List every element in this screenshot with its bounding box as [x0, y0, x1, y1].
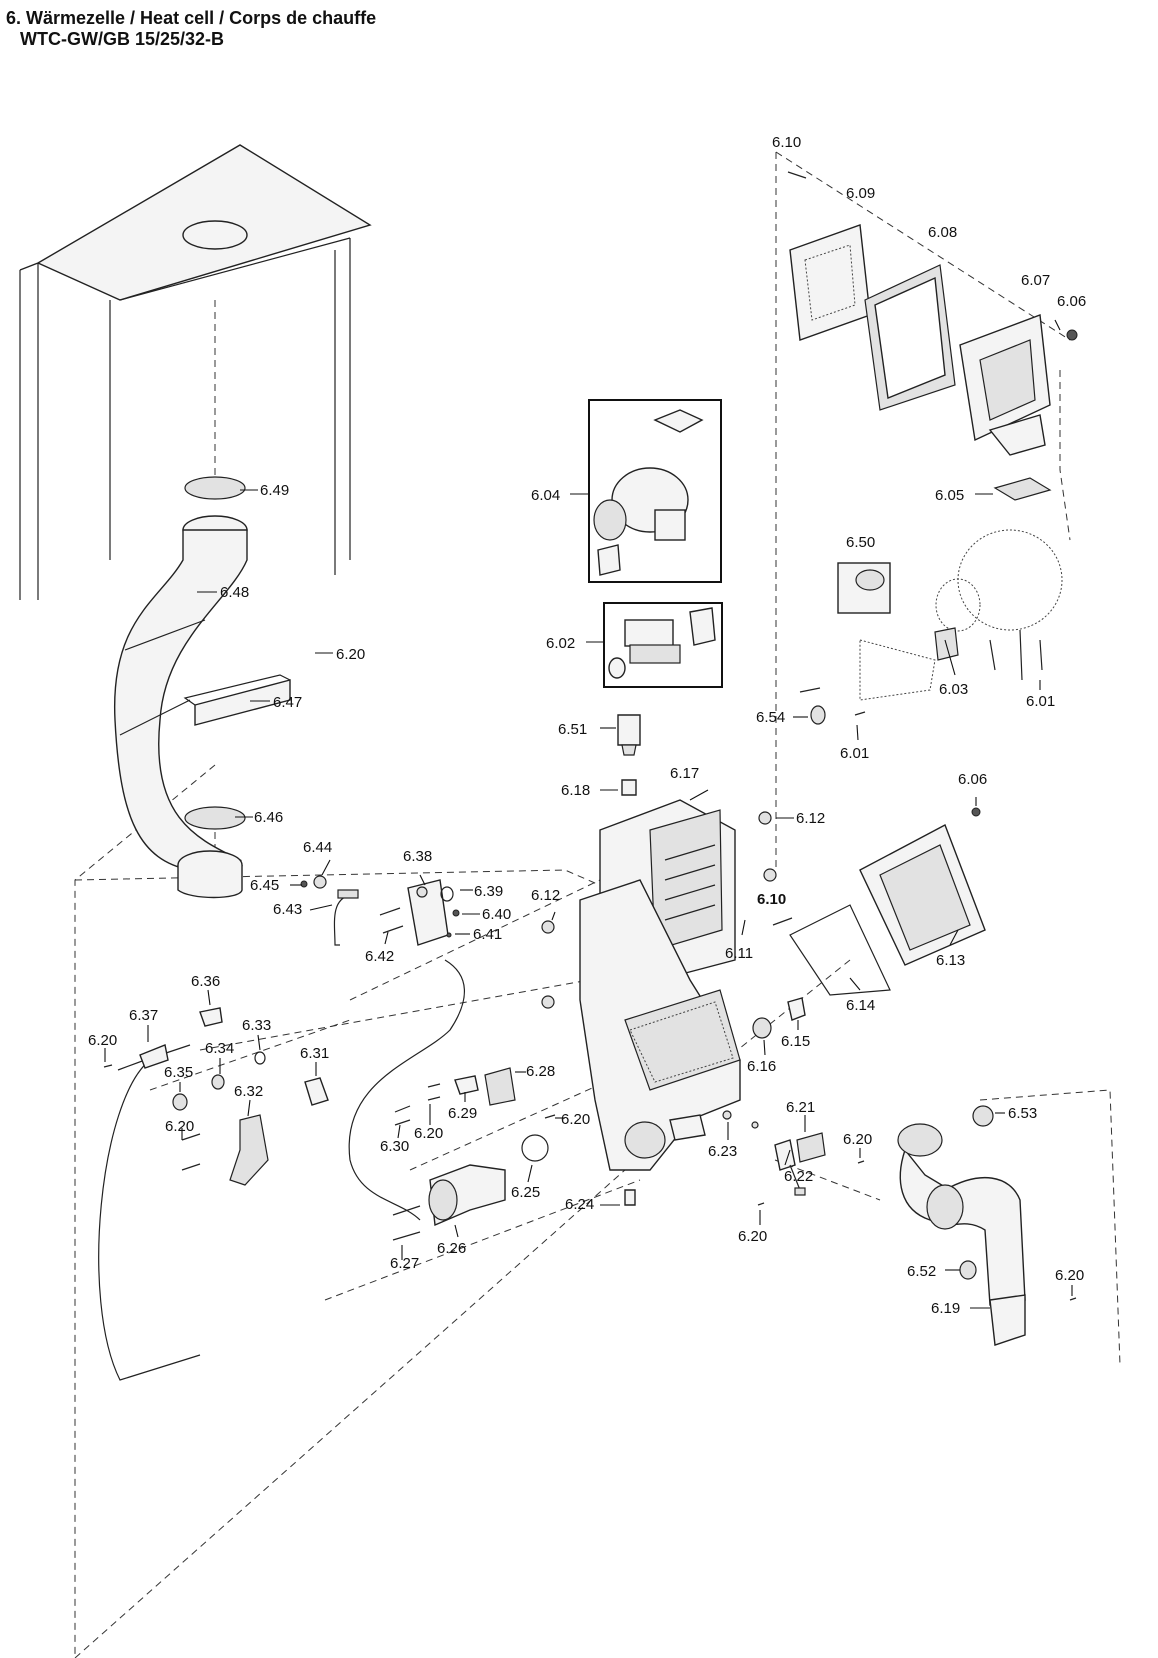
label-6-07: 6.07: [1021, 272, 1050, 289]
label-6-45: 6.45: [250, 877, 279, 894]
label-6-30: 6.30: [380, 1138, 409, 1155]
label-6-26: 6.26: [437, 1240, 466, 1257]
label-6-46: 6.46: [254, 809, 283, 826]
label-6-52: 6.52: [907, 1263, 936, 1280]
label-6-44: 6.44: [303, 839, 332, 856]
label-6-10-top: 6.10: [772, 134, 801, 151]
burner-gas-valve-group: [799, 477, 1063, 725]
label-6-21: 6.21: [786, 1099, 815, 1116]
label-6-16: 6.16: [747, 1058, 776, 1075]
label-6-20-e: 6.20: [414, 1125, 443, 1142]
leader-lines: [104, 319, 1073, 1309]
electrode-and-sensor-parts: [98, 875, 465, 1381]
label-6-37: 6.37: [129, 1007, 158, 1024]
label-6-25: 6.25: [511, 1184, 540, 1201]
ignition-and-motor-parts: [392, 1067, 556, 1241]
label-6-02: 6.02: [546, 635, 575, 652]
label-6-48: 6.48: [220, 584, 249, 601]
label-6-22: 6.22: [784, 1168, 813, 1185]
label-6-14: 6.14: [846, 997, 875, 1014]
title-line-1: 6. Wärmezelle / Heat cell / Corps de cha…: [6, 8, 377, 28]
label-6-20-g: 6.20: [738, 1228, 767, 1245]
diagram-title: 6. Wärmezelle / Heat cell / Corps de cha…: [6, 8, 376, 50]
inspection-covers: [787, 171, 1078, 456]
label-6-27: 6.27: [390, 1255, 419, 1272]
label-6-51: 6.51: [558, 721, 587, 738]
small-fittings: [541, 811, 806, 1129]
label-6-20-f: 6.20: [843, 1131, 872, 1148]
label-6-05: 6.05: [935, 487, 964, 504]
label-6-20-a: 6.20: [336, 646, 365, 663]
label-6-20-d: 6.20: [165, 1118, 194, 1135]
label-6-03: 6.03: [939, 681, 968, 698]
label-6-01-right: 6.01: [1026, 693, 1055, 710]
label-6-28: 6.28: [526, 1063, 555, 1080]
label-6-04: 6.04: [531, 487, 560, 504]
siphon-assembly: [897, 1105, 1077, 1346]
heat-exchanger: [579, 799, 741, 1206]
label-6-11: 6.11: [725, 945, 753, 962]
label-6-09: 6.09: [846, 185, 875, 202]
label-6-38: 6.38: [403, 848, 432, 865]
label-6-35: 6.35: [164, 1064, 193, 1081]
gas-valve-kit-box: [603, 602, 723, 688]
label-6-53: 6.53: [1008, 1105, 1037, 1122]
label-6-24: 6.24: [565, 1196, 594, 1213]
label-6-10-mid: 6.10: [757, 891, 786, 908]
label-6-18: 6.18: [561, 782, 590, 799]
label-6-33: 6.33: [242, 1017, 271, 1034]
boiler-housing: [19, 144, 372, 600]
label-6-06-top: 6.06: [1057, 293, 1086, 310]
part-labels: 6.10 6.09 6.08 6.07 6.06 6.49 6.04 6.05 …: [88, 134, 1086, 1317]
label-6-31: 6.31: [300, 1045, 329, 1062]
label-6-20-h: 6.20: [1055, 1267, 1084, 1284]
label-6-12-right: 6.12: [796, 810, 825, 827]
label-6-01-left: 6.01: [840, 745, 869, 762]
label-6-41: 6.41: [473, 926, 502, 943]
label-6-50: 6.50: [846, 534, 875, 551]
temperature-sensor: [757, 1132, 865, 1206]
label-6-08: 6.08: [928, 224, 957, 241]
label-6-42: 6.42: [365, 948, 394, 965]
label-6-47: 6.47: [273, 694, 302, 711]
label-6-23: 6.23: [708, 1143, 737, 1160]
air-vent: [617, 714, 641, 796]
label-6-43: 6.43: [273, 901, 302, 918]
front-cover: [789, 807, 986, 996]
fan-kit-box: [588, 399, 722, 583]
label-6-36: 6.36: [191, 973, 220, 990]
label-6-49: 6.49: [260, 482, 289, 499]
title-line-2: WTC-GW/GB 15/25/32-B: [20, 29, 225, 49]
label-6-29: 6.29: [448, 1105, 477, 1122]
flue-pipe-assembly: [114, 476, 248, 899]
label-6-39: 6.39: [474, 883, 503, 900]
label-6-32: 6.32: [234, 1083, 263, 1100]
label-6-54: 6.54: [756, 709, 785, 726]
bracket-6-47: [183, 674, 291, 726]
label-6-34: 6.34: [205, 1040, 234, 1057]
label-6-15: 6.15: [781, 1033, 810, 1050]
label-6-19: 6.19: [931, 1300, 960, 1317]
label-6-06-mid: 6.06: [958, 771, 987, 788]
label-6-40: 6.40: [482, 906, 511, 923]
label-6-20-c: 6.20: [561, 1111, 590, 1128]
label-6-12-left: 6.12: [531, 887, 560, 904]
label-6-20-b: 6.20: [88, 1032, 117, 1049]
label-6-17: 6.17: [670, 765, 699, 782]
label-6-13: 6.13: [936, 952, 965, 969]
